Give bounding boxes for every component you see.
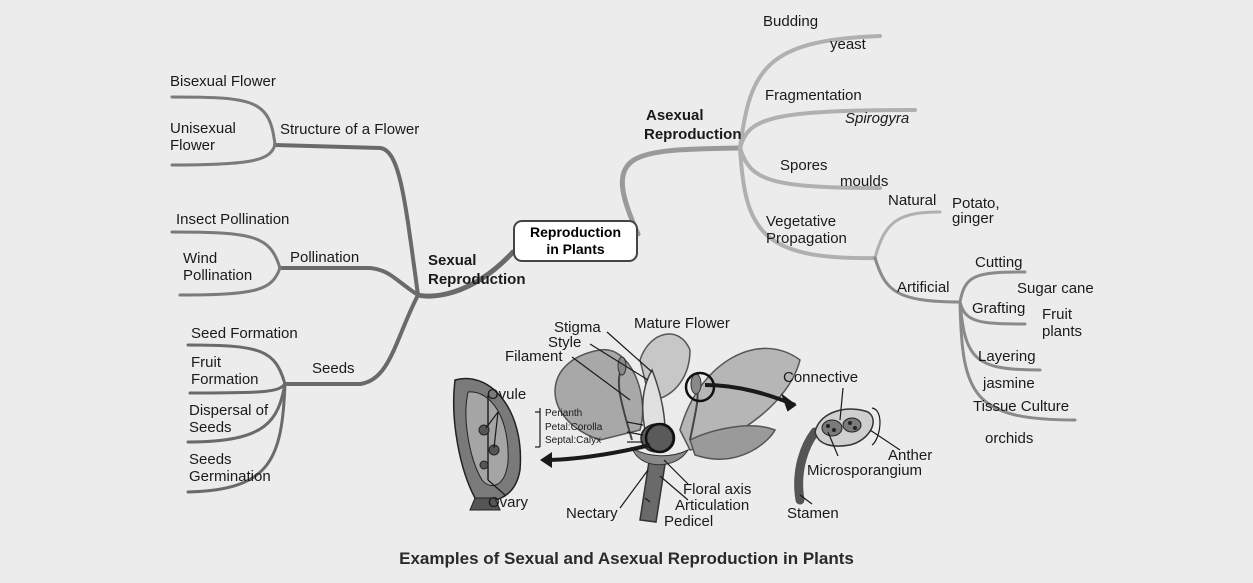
budding-label: Budding xyxy=(763,13,818,30)
artificial-label: Artificial xyxy=(897,279,950,296)
fruit-formation-label: Fruit Formation xyxy=(191,354,276,389)
pollination-label: Pollination xyxy=(290,249,359,266)
figure-caption: Examples of Sexual and Asexual Reproduct… xyxy=(0,549,1253,569)
grafting-label: Grafting xyxy=(972,300,1025,317)
sexual-title-line2: Reproduction xyxy=(428,271,526,290)
tissue-culture-label: Tissue Culture xyxy=(973,398,1069,415)
tissue-culture-example-orchids: orchids xyxy=(985,430,1033,447)
cutting-label: Cutting xyxy=(975,254,1023,271)
layering-example-jasmine: jasmine xyxy=(983,375,1035,392)
cutting-example-sugar-cane: Sugar cane xyxy=(1017,280,1094,297)
articulation-label: Articulation xyxy=(675,497,749,514)
budding-example-yeast: yeast xyxy=(830,36,866,53)
perianth-label: Perianth xyxy=(545,407,602,421)
natural-label: Natural xyxy=(888,192,936,209)
artificial-leaf-cutting xyxy=(960,272,1025,302)
petal-corolla-label: Petal:Corolla xyxy=(545,421,602,435)
bisexual-flower-label: Bisexual Flower xyxy=(170,73,276,90)
wind-pollination-label: Wind Pollination xyxy=(183,250,268,285)
fragmentation-example-spirogyra: Spirogyra xyxy=(845,110,909,127)
insect-pollination-label: Insect Pollination xyxy=(176,211,289,228)
center-node-reproduction-in-plants: Reproduction in Plants xyxy=(513,220,638,262)
structure-of-flower-label: Structure of a Flower xyxy=(280,121,419,138)
vegetative-to-natural xyxy=(875,212,940,258)
stamen-label: Stamen xyxy=(787,505,839,522)
spores-example-moulds: moulds xyxy=(840,173,888,190)
sexual-to-pollination-branch xyxy=(280,268,418,295)
perianth-group: Perianth Petal:Corolla Septal:Calyx xyxy=(545,407,602,448)
sexual-title-line1: Sexual xyxy=(428,252,526,271)
asexual-title-line2: Reproduction xyxy=(644,126,742,145)
center-to-asexual-branch xyxy=(622,148,740,234)
sexual-to-structure-branch xyxy=(275,145,418,295)
ovary-label: Ovary xyxy=(488,494,528,511)
seed-formation-label: Seed Formation xyxy=(191,325,298,342)
dispersal-of-seeds-label: Dispersal of Seeds xyxy=(189,402,281,437)
seeds-label: Seeds xyxy=(312,360,355,377)
ovule-label: Ovule xyxy=(487,386,526,403)
microsporangium-label: Microsporangium xyxy=(807,462,922,479)
nectary-label: Nectary xyxy=(566,505,618,522)
filament-label: Filament xyxy=(505,348,563,365)
seeds-germination-label: Seeds Germination xyxy=(189,451,284,486)
asexual-title-line1: Asexual xyxy=(644,107,742,126)
natural-example-potato-ginger: Potato, ginger xyxy=(952,196,1012,226)
sexual-reproduction-title: Sexual Reproduction xyxy=(428,252,526,290)
unisexual-flower-label: Unisexual Flower xyxy=(170,120,260,155)
grafting-example-fruit-plants: Fruit plants xyxy=(1042,306,1097,341)
fragmentation-label: Fragmentation xyxy=(765,87,862,104)
mature-flower-title: Mature Flower xyxy=(634,315,730,332)
center-node-line1: Reproduction xyxy=(515,224,636,241)
asexual-reproduction-title: Asexual Reproduction xyxy=(644,107,742,145)
vegetative-propagation-label: Vegetative Propagation xyxy=(766,213,866,248)
connective-label: Connective xyxy=(783,369,858,386)
spores-label: Spores xyxy=(780,157,828,174)
pedicel-label: Pedicel xyxy=(664,513,713,530)
floral-axis-label: Floral axis xyxy=(683,481,751,498)
septal-calyx-label: Septal:Calyx xyxy=(545,434,602,448)
center-node-line2: in Plants xyxy=(515,241,636,258)
layering-label: Layering xyxy=(978,348,1036,365)
